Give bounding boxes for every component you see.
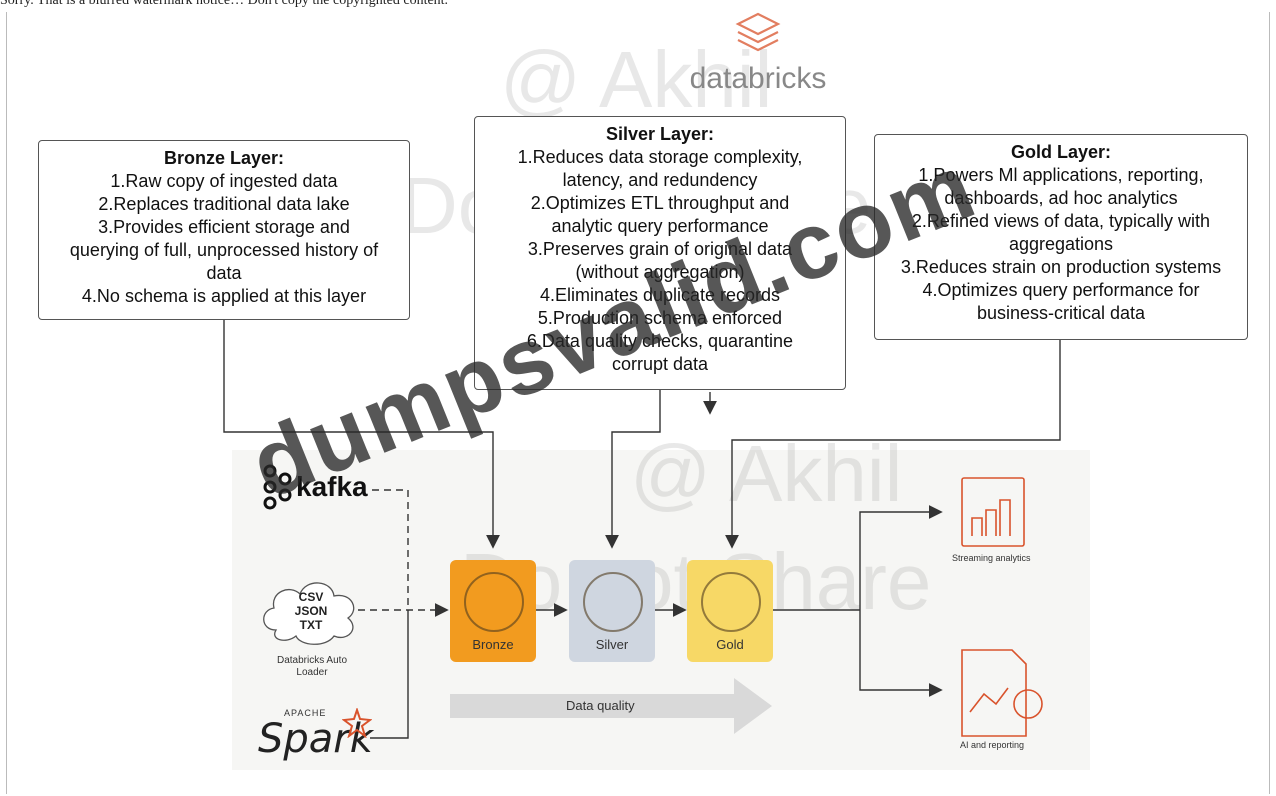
bronze-line: data [206,263,242,283]
spark-star-icon [342,708,372,738]
silver-shapes-icon [583,572,643,632]
databricks-logo: databricks [678,10,838,100]
silver-stage-label: Silver [595,637,629,652]
gold-layer-box: Gold Layer: 1.Powers Ml applications, re… [874,134,1248,340]
bronze-layer-title: Bronze Layer: [163,148,285,168]
gold-line: business-critical data [976,303,1146,323]
silver-line: 1.Reduces data storage complexity, [517,147,803,167]
silver-line: 3.Preserves grain of original data [527,239,793,259]
silver-line: latency, and redundency [562,170,758,190]
silver-box-connector [605,390,661,549]
cloud-txt: TXT [299,618,323,632]
spark-apache-label: APACHE [284,708,327,718]
kafka-dash-line [372,489,409,610]
bronze-line: 3.Provides efficient storage and [98,217,350,237]
gold-line: dashboards, ad hoc analytics [944,188,1178,208]
silver-line: 4.Eliminates duplicate records [539,285,781,305]
bronze-layer-box: Bronze Layer: 1.Raw copy of ingested dat… [38,140,410,320]
kafka-label: kafka [296,471,368,502]
gold-line: 4.Optimizes query performance for [922,280,1200,300]
ai-pie [1013,689,1043,719]
silver-line: (without aggregation) [575,262,745,282]
streaming-analytics-label: Streaming analytics [952,553,1031,563]
bronze-line: querying of full, unprocessed history of [69,240,379,260]
gold-box-connector [725,340,1061,549]
silver-line: analytic query performance [551,216,769,236]
gold-line: 3.Reduces strain on production systems [900,257,1222,277]
cloud-json: JSON [294,604,328,618]
ai-reporting-icon [961,649,1027,737]
data-quality-label: Data quality [566,698,635,713]
frame [6,12,1270,794]
silver-line: 6.Data quality checks, quarantine [526,331,794,351]
gold-stage-label: Gold [716,637,744,652]
streaming-analytics-icon [961,477,1025,547]
databricks-logo-text: databricks [689,62,827,95]
kafka-icon [263,464,292,510]
gold-stage: Gold [687,560,773,662]
silver-line: 5.Production schema enforced [537,308,783,328]
gold-line: 2.Refined views of data, typically with [911,211,1211,231]
bronze-line: 1.Raw copy of ingested data [110,171,338,191]
bronze-stage: Bronze [450,560,536,662]
silver-line: 2.Optimizes ETL throughput and [530,193,790,213]
silver-line: corrupt data [611,354,709,374]
gold-shapes-icon [701,572,761,632]
bronze-line: 4.No schema is applied at this layer [81,286,367,306]
kafka-source: kafka [262,464,368,510]
output-streaming-arrow [859,505,943,610]
streaming-bars [971,499,1011,536]
silver-stage: Silver [569,560,655,662]
data-quality-arrow [450,678,772,734]
autoloader-label: Databricks Auto Loader [276,655,348,678]
file-sources-cloud: CSV JSON TXT [256,570,366,650]
silver-layer-box: Silver Layer: 1.Reduces data storage com… [474,116,846,390]
cloud-csv: CSV [298,590,324,604]
cloud-icon [263,582,355,645]
gold-line: 1.Powers Ml applications, reporting, [918,165,1204,185]
gold-line: aggregations [1008,234,1114,254]
spark-line [370,610,409,739]
spark-label: Spark [258,716,373,762]
ai-chart-line [969,687,1009,713]
databricks-stack-icon [735,12,781,52]
silver-layer-title: Silver Layer: [605,124,715,144]
top-note: Sorry. That is a blurred watermark notic… [0,0,449,8]
bronze-stage-label: Bronze [472,637,514,652]
bronze-shapes-icon [464,572,524,632]
ai-reporting-label: AI and reporting [960,740,1025,750]
gold-layer-title: Gold Layer: [1010,142,1112,162]
output-ai-arrow [859,610,943,697]
bronze-box-connector [223,320,500,549]
bronze-line: 2.Replaces traditional data lake [98,194,350,214]
